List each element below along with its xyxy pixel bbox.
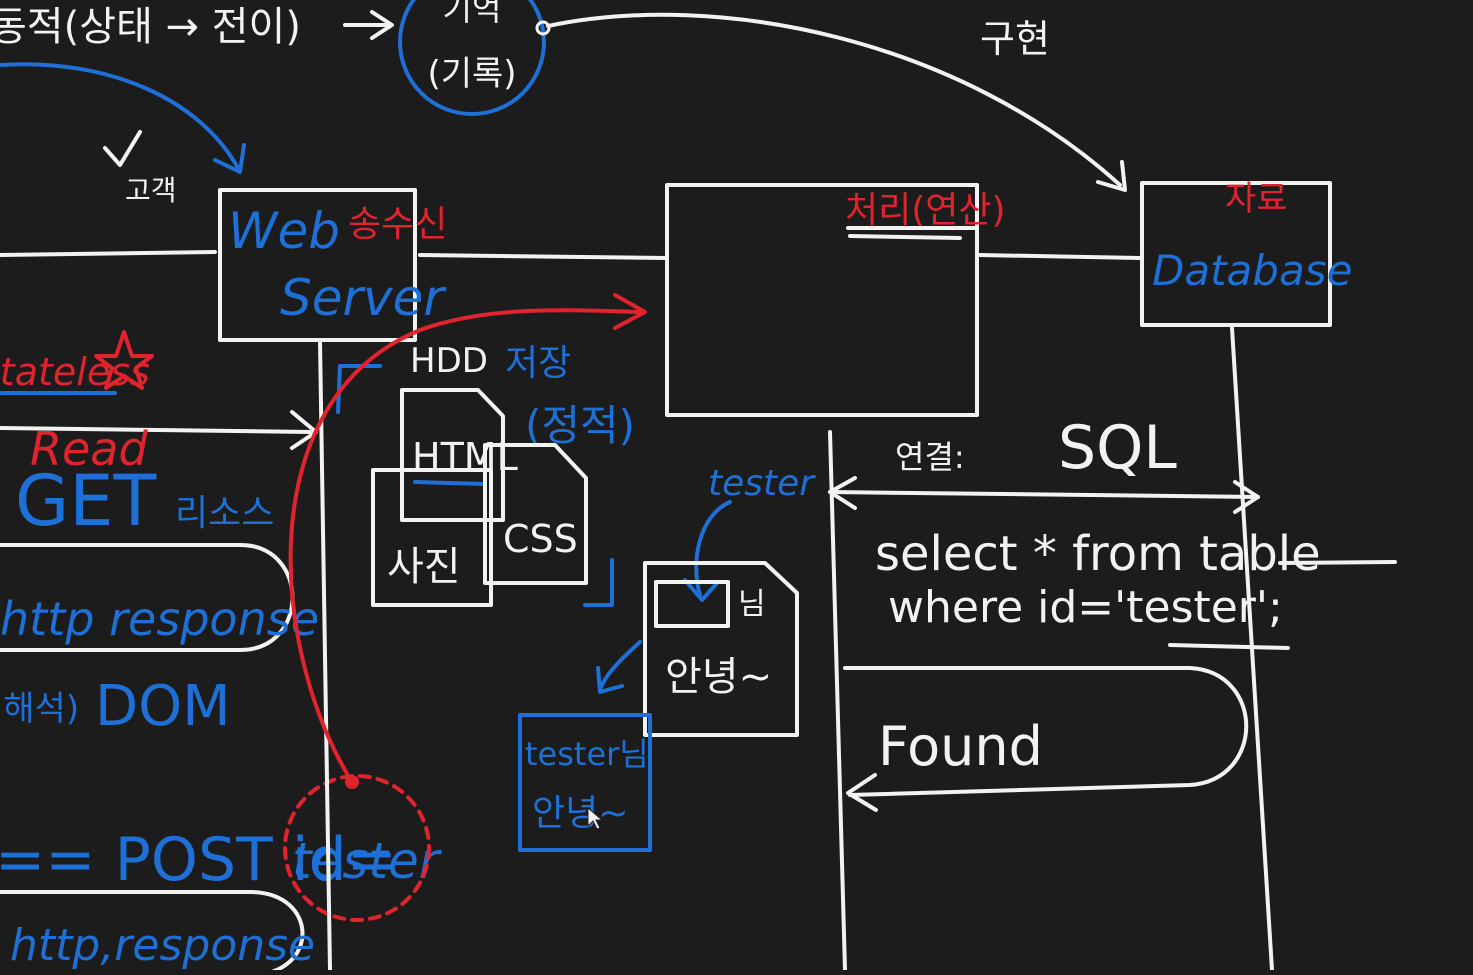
star-icon xyxy=(94,330,154,390)
found-response-bubble xyxy=(843,666,1249,797)
stateless-label: stateless xyxy=(0,350,150,394)
http-response-label-2: http,response xyxy=(10,920,315,970)
get-label: GET xyxy=(15,460,156,542)
process-to-db-line xyxy=(978,253,1142,260)
dom-label: DOM xyxy=(95,674,231,739)
result-line-1: tester님 xyxy=(525,735,649,773)
sql-label: SQL xyxy=(1058,413,1177,483)
hdd-bracket-left xyxy=(336,364,382,414)
template-greeting: 안녕~ xyxy=(665,654,772,700)
web-server-box xyxy=(218,188,417,342)
connect-label: 연결: xyxy=(895,438,965,476)
red-request-arrow xyxy=(288,293,647,784)
arrow-to-memory xyxy=(343,10,394,40)
result-page-box xyxy=(518,713,652,852)
query-line-1: select * from table xyxy=(875,526,1321,582)
web-server-label-1: Web xyxy=(228,202,340,260)
db-note: 자료 xyxy=(1225,179,1288,219)
cursor-icon xyxy=(587,806,604,830)
server-lifeline xyxy=(318,340,332,972)
web-server-label-2: Server xyxy=(280,269,447,327)
get-note: 리소스 xyxy=(175,493,274,534)
top-left-label: 동적(상태 → 전이) xyxy=(0,4,301,50)
sql-connection-line xyxy=(828,490,1260,499)
memory-sub-label: (기록) xyxy=(427,54,516,94)
process-lifeline xyxy=(828,430,847,972)
html-file-label: HTML xyxy=(412,435,518,479)
sql-arrowhead-left xyxy=(828,476,857,510)
top-right-label: 구현 xyxy=(980,17,1050,61)
process-note: 처리(연산) xyxy=(845,190,1006,231)
template-placeholder-box xyxy=(654,580,730,628)
photo-file-icon xyxy=(371,468,493,607)
process-note-underline xyxy=(846,226,977,240)
process-box xyxy=(665,183,979,417)
hdd-label: HDD xyxy=(410,341,488,381)
web-server-note: 송수신 xyxy=(348,204,447,245)
sql-arrowhead-right xyxy=(1233,480,1260,514)
query-line-2: where id='tester'; xyxy=(888,582,1283,633)
template-to-result-arrow xyxy=(596,640,642,694)
hdd-note: 저장 xyxy=(505,343,571,384)
check-note: 고객 xyxy=(125,174,177,207)
tester-underline xyxy=(1168,643,1290,650)
table-underline xyxy=(1278,560,1397,565)
database-box xyxy=(1140,181,1332,327)
post-value: tester xyxy=(292,832,443,890)
css-file-label: CSS xyxy=(503,517,578,561)
red-arrow-origin xyxy=(345,775,359,789)
memory-node xyxy=(535,20,551,36)
server-to-process-line xyxy=(418,253,667,260)
template-suffix: 님 xyxy=(738,587,766,622)
photo-file-label: 사진 xyxy=(387,544,461,590)
html-underline xyxy=(413,480,487,486)
check-mark-icon xyxy=(103,130,142,167)
template-document-icon xyxy=(643,561,799,737)
blue-arrow-to-server xyxy=(0,62,246,174)
found-label: Found xyxy=(878,715,1043,778)
static-note: (정적) xyxy=(525,401,635,450)
database-label: Database xyxy=(1152,246,1352,295)
post-value-highlight xyxy=(283,774,431,922)
found-arrowhead xyxy=(846,773,878,812)
http-response-label-1: http response xyxy=(0,592,319,646)
html-file-icon xyxy=(400,388,505,522)
tester-label: tester xyxy=(708,463,816,504)
tester-to-template-arrow xyxy=(683,500,732,602)
result-line-2: 안녕~ xyxy=(532,793,628,834)
read-label: Read xyxy=(30,422,148,476)
memory-circle xyxy=(398,0,546,116)
memory-label: 기억 xyxy=(443,0,502,28)
post-label: == POST id= xyxy=(0,825,397,895)
left-to-server-line xyxy=(0,250,217,257)
hdd-bracket-right xyxy=(583,558,614,607)
css-file-icon xyxy=(483,443,588,585)
request-line xyxy=(0,426,314,434)
dom-prefix: (해석) xyxy=(0,689,79,729)
memory-to-database-arrow xyxy=(546,12,1127,192)
